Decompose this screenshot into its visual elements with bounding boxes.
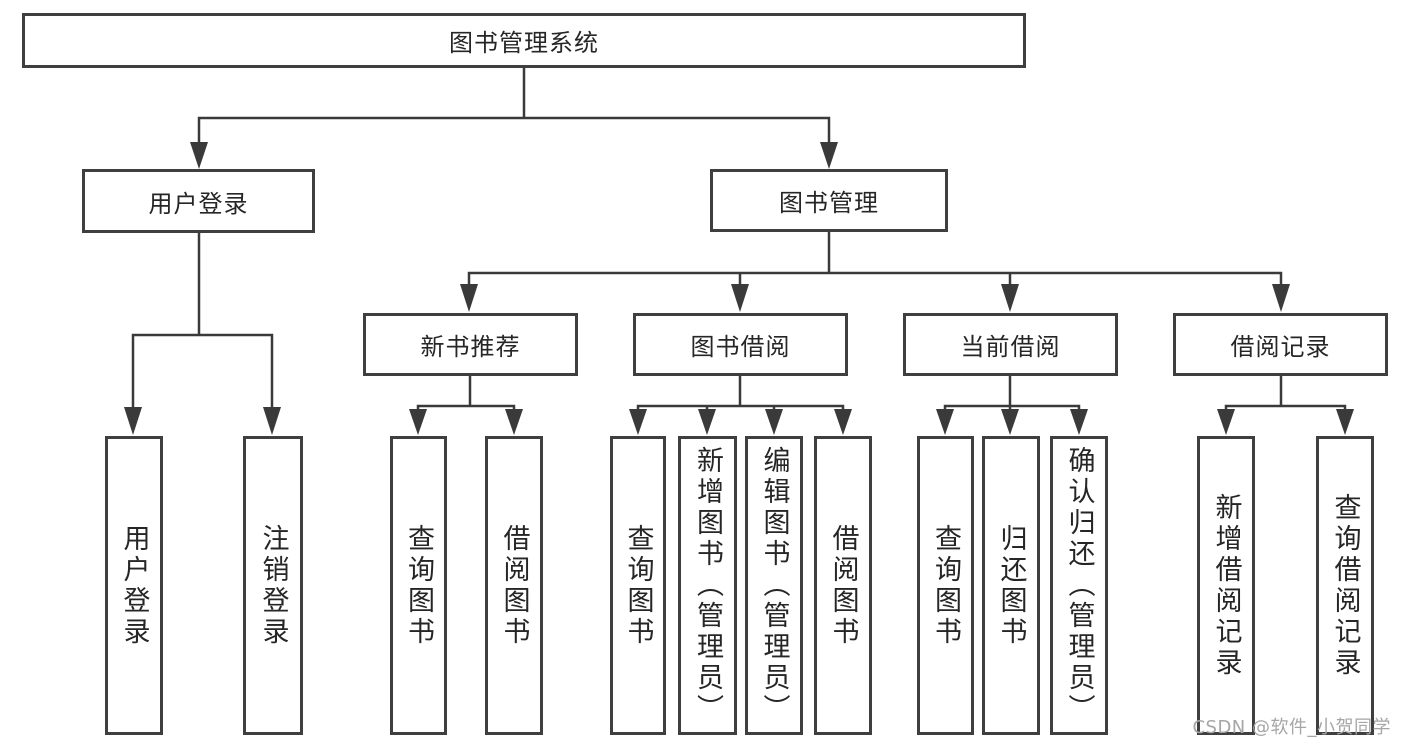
- leaf-label: 查询图书: [930, 523, 961, 648]
- leaf-add-borrow-record: 新增借阅记录: [1197, 436, 1255, 735]
- leaf-borrow-books: 借阅图书: [485, 436, 543, 735]
- node-label: 图书管理: [779, 189, 879, 217]
- node-library-management-system: 图书管理系统: [22, 13, 1026, 68]
- node-user-login: 用户登录: [82, 169, 315, 233]
- node-label: 图书管理系统: [449, 29, 599, 57]
- node-borrowing-records: 借阅记录: [1173, 313, 1388, 376]
- leaf-add-books-admin: 新增图书（管理员）: [678, 436, 737, 735]
- leaf-label: 查询图书: [403, 523, 434, 648]
- leaf-label: 新增借阅记录: [1210, 492, 1242, 679]
- leaf-label: 查询图书: [622, 523, 654, 648]
- leaf-label: 查询借阅记录: [1329, 492, 1361, 679]
- node-label: 用户登录: [148, 189, 249, 218]
- node-label: 借阅记录: [1230, 333, 1331, 361]
- node-book-borrowing: 图书借阅: [633, 313, 848, 376]
- leaf-edit-books-admin: 编辑图书（管理员）: [745, 436, 803, 735]
- leaf-label: 归还图书: [995, 523, 1027, 648]
- leaf-label: 确认归还（管理员）: [1063, 446, 1095, 725]
- leaf-label: 借阅图书: [498, 523, 530, 648]
- node-book-management: 图书管理: [710, 169, 948, 232]
- leaf-query-books: 查询图书: [390, 436, 447, 735]
- node-label: 图书借阅: [690, 333, 791, 361]
- leaf-return-books: 归还图书: [982, 436, 1040, 735]
- leaf-borrow-books: 借阅图书: [814, 436, 872, 735]
- node-label: 当前借阅: [960, 333, 1061, 361]
- leaf-query-books: 查询图书: [610, 436, 666, 735]
- leaf-label: 注销登录: [257, 523, 289, 648]
- leaf-logout: 注销登录: [243, 436, 303, 735]
- leaf-label: 借阅图书: [827, 523, 859, 648]
- csdn-watermark: CSDN @软件_小贺同学: [1192, 717, 1391, 738]
- leaf-query-books: 查询图书: [917, 436, 974, 735]
- leaf-label: 编辑图书（管理员）: [758, 446, 790, 725]
- leaf-confirm-return-admin: 确认归还（管理员）: [1050, 436, 1108, 735]
- leaf-user-login: 用户登录: [105, 436, 163, 735]
- node-current-borrowing: 当前借阅: [903, 313, 1118, 376]
- leaf-label: 新增图书（管理员）: [692, 446, 723, 725]
- node-label: 新书推荐: [420, 333, 521, 361]
- leaf-label: 用户登录: [118, 523, 150, 648]
- leaf-query-borrow-record: 查询借阅记录: [1316, 436, 1374, 735]
- node-new-book-recommendation: 新书推荐: [363, 313, 578, 376]
